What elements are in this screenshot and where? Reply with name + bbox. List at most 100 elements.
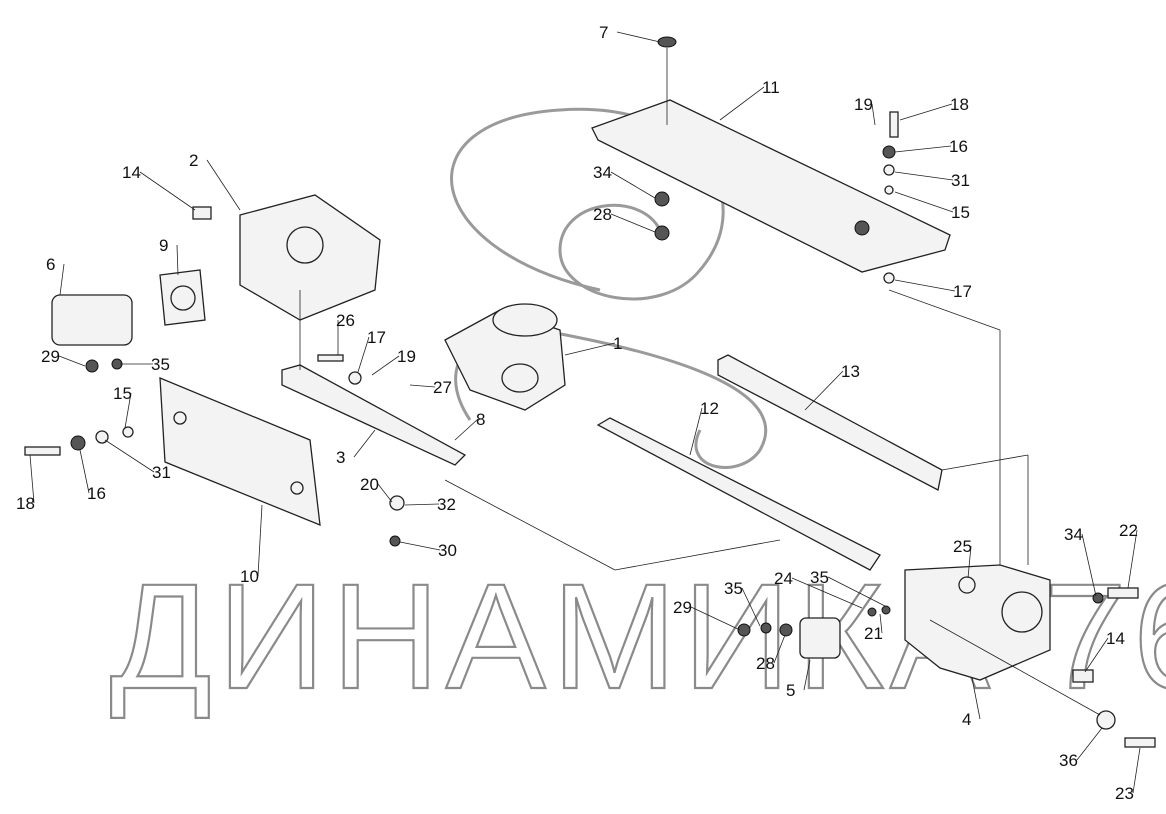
leader-line xyxy=(610,171,656,199)
leader-line xyxy=(58,355,86,367)
leader-line xyxy=(804,370,844,411)
part-knob xyxy=(657,36,677,48)
leader-line xyxy=(371,355,400,376)
leader-line xyxy=(689,407,703,456)
callout-label: 4 xyxy=(962,710,971,729)
leader-line xyxy=(971,677,981,720)
leader-line xyxy=(690,606,741,631)
leader-line xyxy=(894,279,956,292)
callout-label: 19 xyxy=(397,347,416,366)
leader-line xyxy=(1132,747,1141,794)
callout-label: 11 xyxy=(762,78,780,97)
leader-line xyxy=(1076,727,1103,761)
callout-label: 28 xyxy=(756,654,775,673)
callout-label: 31 xyxy=(951,171,970,190)
leader-line xyxy=(59,263,65,296)
callout-label: 18 xyxy=(16,494,35,513)
callout-label: 10 xyxy=(240,567,259,586)
callout-label: 35 xyxy=(810,568,829,587)
callout-label: 24 xyxy=(774,569,793,588)
callout-label: 18 xyxy=(950,95,969,114)
leader-line xyxy=(257,504,263,577)
callout-label: 34 xyxy=(593,163,612,182)
callout-label: 6 xyxy=(46,255,55,274)
leader-line xyxy=(454,418,479,441)
leader-line xyxy=(610,213,656,233)
callout-label: 20 xyxy=(360,475,379,494)
callout-label: 19 xyxy=(854,95,873,114)
part-pump xyxy=(799,617,841,659)
leader-line xyxy=(404,503,440,506)
callout-label: 23 xyxy=(1115,784,1134,803)
leader-line xyxy=(1127,529,1138,589)
leader-line xyxy=(894,191,954,213)
callout-label: 15 xyxy=(113,384,132,403)
callout-label: 2 xyxy=(189,151,198,170)
part-plate xyxy=(159,377,321,527)
callout-label: 32 xyxy=(437,495,456,514)
leader-line xyxy=(1081,533,1097,597)
callout-label: 14 xyxy=(122,163,141,182)
leader-line xyxy=(803,659,811,691)
leader-line xyxy=(894,145,952,153)
callout-label: 1 xyxy=(613,334,622,353)
part-motor xyxy=(51,294,133,346)
callout-label: 8 xyxy=(476,410,485,429)
leader-line xyxy=(176,244,179,276)
callout-label: 16 xyxy=(87,484,106,503)
part-tube xyxy=(596,417,881,571)
callout-label: 28 xyxy=(593,205,612,224)
leader-line xyxy=(377,483,393,503)
leader-line xyxy=(564,342,616,356)
leader-line xyxy=(357,336,370,373)
callout-label: 29 xyxy=(41,347,60,366)
leader-line xyxy=(1084,637,1109,673)
leader-line xyxy=(399,541,441,551)
callout-label: 14 xyxy=(1106,629,1125,648)
leader-line xyxy=(773,634,786,664)
callout-label: 35 xyxy=(151,355,170,374)
leader-line xyxy=(409,384,436,388)
callout-label: 7 xyxy=(599,23,608,42)
leader-line xyxy=(353,429,376,458)
callout-label: 31 xyxy=(152,463,171,482)
leader-line xyxy=(741,587,761,627)
leader-line xyxy=(29,454,35,504)
callout-label: 17 xyxy=(367,328,386,347)
leader-line xyxy=(104,439,155,473)
callout-label: 34 xyxy=(1064,525,1083,544)
leader-line xyxy=(894,171,954,181)
callout-label: 12 xyxy=(700,399,719,418)
callout-label: 25 xyxy=(953,537,972,556)
parts xyxy=(24,36,1156,748)
leader-line xyxy=(139,171,196,211)
leader-line xyxy=(616,31,661,43)
leader-line xyxy=(879,613,883,634)
callout-label: 13 xyxy=(841,362,860,381)
callout-label: 35 xyxy=(724,579,743,598)
leader-line xyxy=(124,392,132,429)
callout-label: 30 xyxy=(438,541,457,560)
callout-label: 21 xyxy=(864,624,883,643)
callout-label: 29 xyxy=(673,598,692,617)
leader-line xyxy=(791,577,863,609)
callout-label: 36 xyxy=(1059,751,1078,770)
leader-line xyxy=(79,449,90,494)
part-channel xyxy=(281,364,467,466)
leader-line xyxy=(899,103,953,121)
callout-label: 27 xyxy=(433,378,452,397)
leader-line xyxy=(967,545,972,579)
part-bar xyxy=(717,354,943,491)
leader-line xyxy=(719,86,765,121)
callout-label: 16 xyxy=(949,137,968,156)
leader-line xyxy=(827,576,886,607)
callout-label: 9 xyxy=(159,236,168,255)
callout-label: 5 xyxy=(786,681,795,700)
callout-label: 22 xyxy=(1119,521,1138,540)
callout-label: 15 xyxy=(951,203,970,222)
callout-label: 3 xyxy=(336,448,345,467)
callout-label: 17 xyxy=(953,282,972,301)
